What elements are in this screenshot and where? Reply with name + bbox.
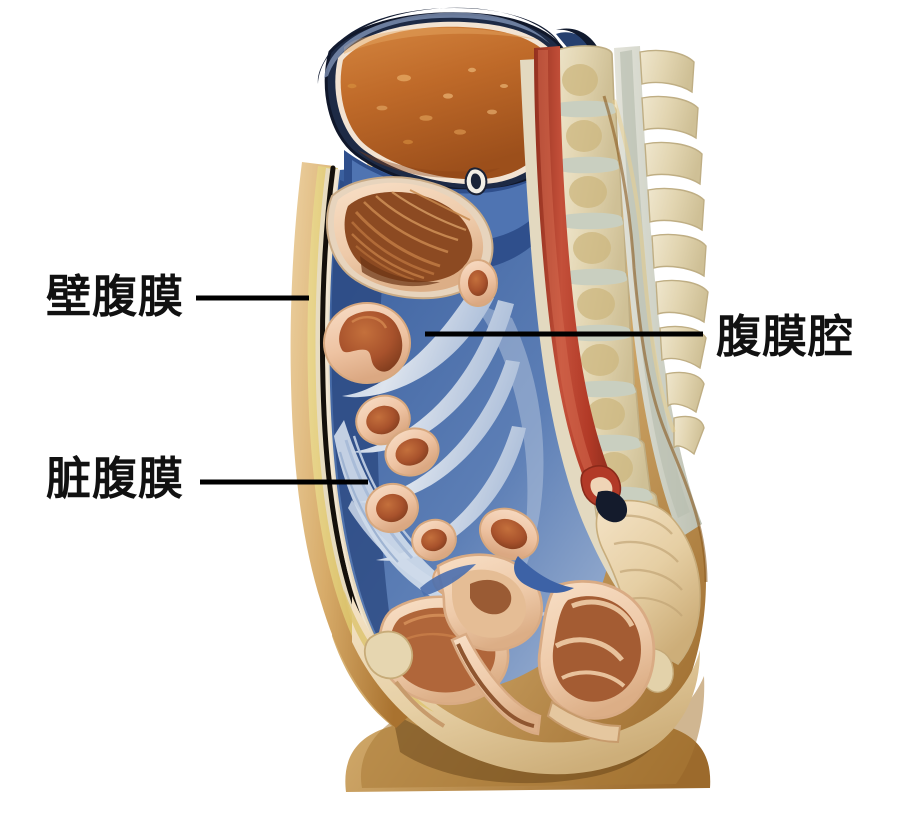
liver-parenchyma (340, 26, 560, 180)
rectal-fold-1 (571, 599, 635, 628)
bowel-loop (355, 394, 411, 446)
urethra (394, 680, 446, 728)
peritoneal-cavity-highlight (470, 300, 544, 606)
label-parietal-peritoneum: 壁腹膜 (46, 270, 185, 323)
rectal-fold-3 (561, 670, 626, 688)
mesentery-fan-1 (352, 300, 514, 453)
rectal-fold-2 (554, 637, 624, 662)
abdominal-muscle-layer (315, 168, 408, 696)
anal-canal (546, 700, 622, 744)
abdominal-aorta (534, 46, 628, 523)
uterine-cavity (470, 579, 512, 615)
uterus (436, 553, 543, 652)
leader-lines (196, 295, 703, 485)
back-fat-edge (612, 99, 676, 433)
label-peritoneal-cavity: 腹膜腔 (716, 310, 855, 363)
bowel-loop (365, 482, 419, 534)
liver (317, 7, 605, 192)
common-iliac-vein (595, 490, 628, 523)
rectouterine-pouch (514, 556, 574, 593)
stomach-rugae (351, 189, 471, 282)
stomach-lumen-shadow (360, 256, 440, 287)
vesicouterine-pouch (420, 564, 476, 596)
bowel-loop (411, 518, 457, 562)
back-skin-edge (602, 95, 708, 583)
spinal-cord (620, 50, 690, 518)
omental-foramen-core (470, 173, 481, 190)
intervertebral-discs (553, 100, 653, 504)
diaphragm-sheen (324, 12, 550, 79)
aorta-highlight (538, 50, 594, 474)
subcutaneous-fat-anterior (307, 166, 410, 704)
body-edge-highlights (602, 95, 708, 583)
liver-texture (340, 27, 540, 178)
bowel-loop (458, 259, 498, 307)
pelvic-soft-tissue (352, 596, 700, 775)
pubic-bone (363, 630, 414, 680)
mesentery-fan-2 (358, 360, 520, 503)
vaginal-canal (456, 643, 535, 728)
aorta-vessel (534, 46, 612, 488)
label-visceral-peritoneum: 脏腹膜 (46, 452, 185, 505)
small-intestine-loops (323, 259, 539, 598)
vagina (450, 632, 542, 736)
bowel-loop (384, 427, 440, 477)
rectum (537, 579, 656, 720)
bowel-loop (323, 302, 411, 384)
stomach (325, 176, 494, 300)
omentum-texture-3 (338, 451, 399, 563)
bowel-loop (479, 507, 539, 561)
pelvic-organs (344, 553, 700, 775)
spinous-processes (639, 49, 709, 456)
mesentery-root-upper (342, 290, 494, 398)
